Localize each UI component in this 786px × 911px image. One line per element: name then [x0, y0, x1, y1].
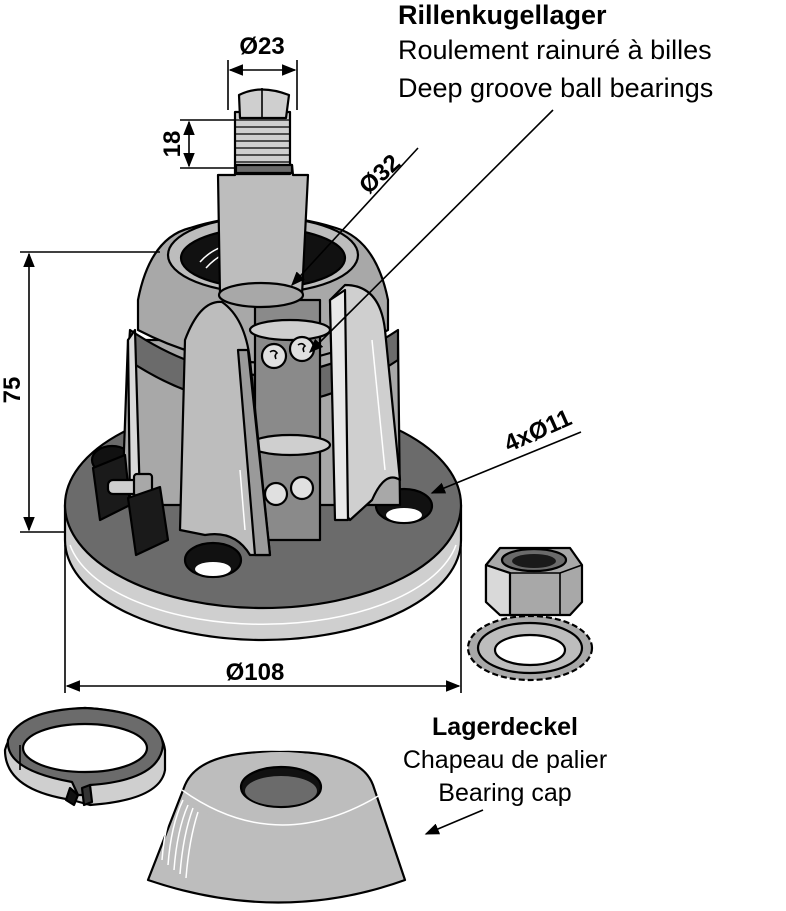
dimension-label: Ø108: [226, 659, 285, 686]
bearings-leader-line: [308, 109, 554, 354]
bearing-ball: [263, 481, 289, 507]
dimension-label: Ø23: [239, 33, 284, 60]
shaft: [216, 88, 310, 309]
dimension-label: Ø32: [354, 149, 406, 199]
bearing-ball: [260, 342, 288, 370]
label-french: Roulement rainuré à billes: [398, 35, 712, 65]
bearing-ball: [288, 335, 316, 363]
dimension-thread-diameter: Ø23: [227, 33, 298, 110]
bearing-cap: [146, 750, 407, 904]
hex-nut: [484, 546, 584, 617]
bearings-label: Rillenkugellager Roulement rainuré à bil…: [398, 0, 713, 103]
dimension-flange-diameter: Ø108: [64, 545, 462, 693]
dimension-height: 75: [0, 251, 160, 533]
cap-leader-line: [424, 809, 484, 835]
label-german: Rillenkugellager: [398, 0, 607, 30]
label-german: Lagerdeckel: [432, 713, 578, 741]
cap-label: Lagerdeckel Chapeau de palier Bearing ca…: [403, 713, 607, 807]
label-english: Deep groove ball bearings: [398, 73, 713, 103]
label-french: Chapeau de palier: [403, 746, 607, 774]
grease-nipple: [91, 453, 170, 557]
housing-rib: [178, 300, 272, 557]
serrated-washer: [466, 614, 594, 682]
housing-rib: [328, 283, 402, 522]
mounting-hole: [183, 541, 243, 579]
spring-washer: [3, 706, 167, 807]
dimension-label: 18: [159, 131, 186, 158]
dimension-label: 75: [0, 377, 26, 404]
label-english: Bearing cap: [438, 779, 571, 807]
dimension-thread-length: 18: [159, 119, 236, 169]
bearing-ball: [289, 475, 315, 501]
